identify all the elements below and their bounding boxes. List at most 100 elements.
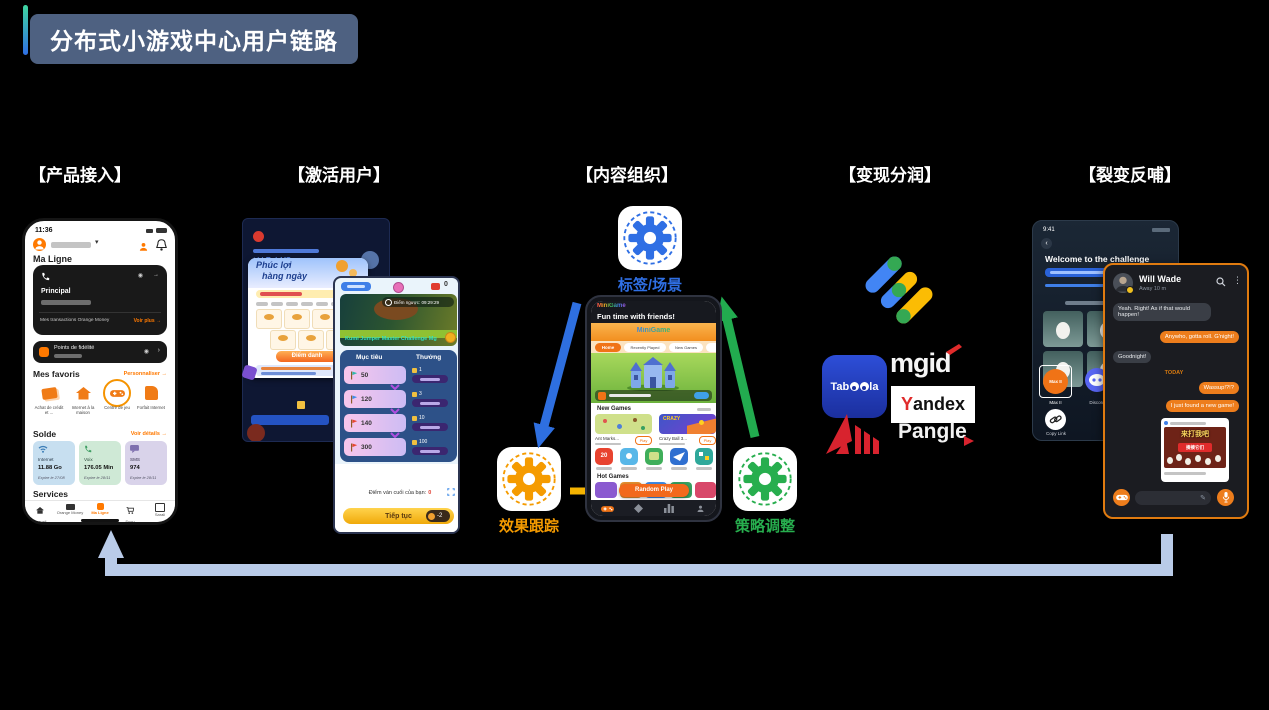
fullscreen-icon[interactable] (447, 488, 455, 496)
loyalty-label: Points de fidélité (54, 345, 95, 351)
loyalty-card[interactable]: Points de fidélité ◉ › (33, 341, 167, 363)
claim-button[interactable] (412, 423, 448, 431)
nav-orange-money[interactable]: Orange Money (55, 501, 85, 515)
tab-new-games[interactable]: New Games (669, 342, 703, 352)
reward-cell[interactable] (284, 309, 310, 329)
score-label: Điểm ván cuối của bạn: (368, 490, 427, 496)
share-copy-icon[interactable] (1045, 409, 1066, 430)
hot-game-thumb[interactable] (595, 482, 617, 498)
continue-button[interactable]: Tiếp tục -2 (343, 508, 454, 524)
kebab-menu-icon[interactable]: ⋮ (1233, 275, 1242, 285)
coin-icon (445, 332, 456, 343)
referral-icon[interactable] (138, 239, 149, 257)
eye-icon[interactable]: ◉ (143, 349, 149, 355)
transactions-link[interactable]: Mes transactions Orange Money (40, 318, 110, 323)
avatar[interactable] (33, 238, 46, 251)
reward-value: 3 (419, 391, 422, 397)
gc-banner[interactable] (591, 353, 716, 403)
stage-label-product-access: 【产品接入】 (29, 166, 131, 185)
gc-orange-header: MiniGame (591, 323, 716, 341)
chevron-down-icon[interactable]: ▾ (95, 239, 99, 246)
favorite-game-center[interactable]: Centre de jeu (101, 379, 133, 410)
banner-title: Kumi Jumper Master Challenge Mg (345, 336, 437, 342)
shared-link-card[interactable]: 来打我吧 揍揍它们 (1161, 418, 1229, 482)
phone-operator-app: 11:36 ▾ Ma Ligne ◉ → Principal (22, 218, 178, 525)
voir-details-link[interactable]: Voir détails → (130, 431, 167, 437)
line-card: ◉ → Principal Mes transactions Orange Mo… (33, 265, 167, 335)
nav-sugu[interactable]: Sugu (115, 501, 145, 522)
tab-clipped[interactable] (706, 342, 716, 352)
claim-button[interactable] (412, 375, 448, 383)
arrow-right-icon[interactable]: → (153, 272, 159, 278)
gear-icon (738, 452, 792, 506)
status-time: 9:41 (1043, 227, 1055, 233)
claim-button[interactable] (412, 447, 448, 455)
masked-more-link[interactable] (697, 408, 711, 411)
balance-card-sms[interactable]: SMS 974 Expire le 28/11 (125, 441, 167, 485)
mgid-logo: mgid (890, 344, 972, 386)
personnaliser-link[interactable]: Personnaliser → (123, 371, 167, 377)
phone-icon (85, 445, 92, 453)
game-icon-map[interactable] (645, 448, 663, 470)
game-cta-button[interactable]: 揍揍它们 (1178, 443, 1212, 452)
google-ad-manager-logo (865, 256, 933, 324)
banner-play-button[interactable] (694, 392, 709, 399)
loyalty-icon (39, 347, 49, 357)
reward-cell[interactable] (270, 330, 296, 350)
eye-icon[interactable]: ◉ (137, 273, 143, 279)
tab-recently-played[interactable]: Recently Played (624, 342, 666, 352)
gc-nav-play[interactable] (597, 500, 617, 516)
chevron-right-icon[interactable]: › (157, 347, 160, 354)
balance-card-internet[interactable]: Internet 11.88 Go Expire le 27/08 (33, 441, 75, 485)
checkin-button[interactable]: Điểm danh (276, 351, 338, 362)
gc-nav-earn[interactable] (628, 500, 648, 516)
chat-card: Will Wade Away 10 m ⋮ Yeah. Right! As if… (1103, 263, 1249, 519)
gc-nav-me[interactable] (690, 500, 710, 516)
share-max-icon: Max II (1043, 368, 1068, 394)
house-icon (75, 386, 91, 399)
back-button[interactable]: ‹ (1041, 238, 1052, 249)
favorite-internet-home[interactable]: Internet à la maison (67, 381, 99, 416)
cart-icon[interactable] (431, 283, 440, 290)
gc-nav-rank[interactable] (659, 500, 679, 516)
balance-pill[interactable] (341, 282, 371, 291)
yandex-text: andex (912, 394, 966, 414)
taboola-eye-icon (849, 382, 859, 391)
play-button[interactable]: Play (635, 436, 652, 445)
challenge-banner[interactable]: Điểm ngược: 09:29:29 Kumi Jumper Master … (340, 294, 457, 346)
chat-input[interactable]: ✎ (1135, 491, 1211, 505)
claim-button[interactable] (412, 399, 448, 407)
share-max-box[interactable]: Max II (1039, 365, 1072, 398)
voir-plus-link[interactable]: Voir plus → (133, 318, 161, 324)
game-card-ant[interactable]: Ant Marks... Play (595, 414, 652, 445)
pangle-accent (964, 436, 974, 446)
chat-message-left: Goodnight! (1113, 351, 1152, 363)
gear-strategy-adjust (733, 447, 797, 511)
game-card-crazy-ball[interactable]: CRAZY Crazy Ball 3... Play (659, 414, 716, 445)
nav-sarali[interactable]: Sarali (145, 501, 175, 517)
favorite-credit[interactable]: Achat de crédit et ... (33, 381, 65, 416)
game-icon-golf[interactable] (620, 448, 638, 470)
random-play-button[interactable]: Random Play (619, 484, 689, 497)
game-shortcut-button[interactable] (1113, 489, 1130, 506)
balance-name: Internet (38, 457, 54, 462)
mic-button[interactable] (1217, 489, 1234, 506)
masked-subtitle (253, 249, 319, 253)
play-button[interactable]: Play (699, 436, 716, 445)
favorite-forfait[interactable]: Forfait Internet (135, 381, 167, 410)
nav-accueil[interactable]: Accueil (25, 501, 55, 522)
game-icon-puzzle[interactable] (695, 448, 713, 470)
balance-card-voix[interactable]: Voix 176.05 Min Expire le 28/11 (79, 441, 121, 485)
game-icon-number-merge[interactable]: 20 (595, 448, 613, 470)
tab-home[interactable]: Home (595, 342, 621, 352)
bell-icon[interactable] (156, 238, 167, 256)
reward-cell[interactable] (256, 309, 282, 329)
reward-cell[interactable] (298, 330, 324, 350)
challenge-photo[interactable] (1043, 311, 1083, 347)
hot-game-thumb[interactable] (695, 482, 716, 498)
nav-ma-ligne-active[interactable]: Ma Ligne (85, 501, 115, 515)
search-icon[interactable] (1216, 277, 1226, 287)
decor-button[interactable] (251, 415, 329, 425)
game-icon-plane[interactable] (670, 448, 688, 470)
